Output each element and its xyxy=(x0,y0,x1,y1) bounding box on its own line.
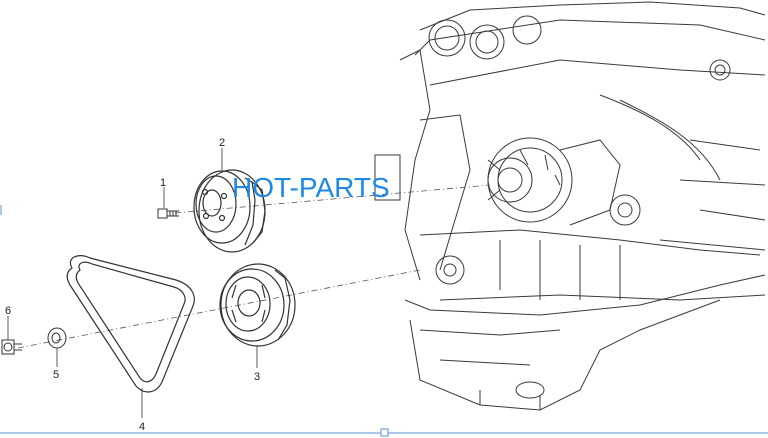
alignment-lines xyxy=(17,184,491,349)
engine-block xyxy=(374,1,766,411)
drive-belt xyxy=(66,255,195,393)
bolt-part-6 xyxy=(1,339,22,355)
callout-1: 1 xyxy=(160,177,166,189)
callout-6: 6 xyxy=(5,305,11,317)
frame-resize-handle[interactable] xyxy=(380,428,389,437)
washer-part-5 xyxy=(47,327,67,349)
callout-2: 2 xyxy=(219,137,225,149)
leader-lines xyxy=(7,148,258,418)
callout-3: 3 xyxy=(254,371,260,383)
bolt-part-1 xyxy=(157,208,179,219)
crankshaft-pulley xyxy=(219,263,296,347)
callout-5: 5 xyxy=(53,369,59,381)
callout-4: 4 xyxy=(139,421,145,433)
upper-pulley xyxy=(193,169,266,253)
watermark-text: HOT-PARTS xyxy=(232,172,390,203)
